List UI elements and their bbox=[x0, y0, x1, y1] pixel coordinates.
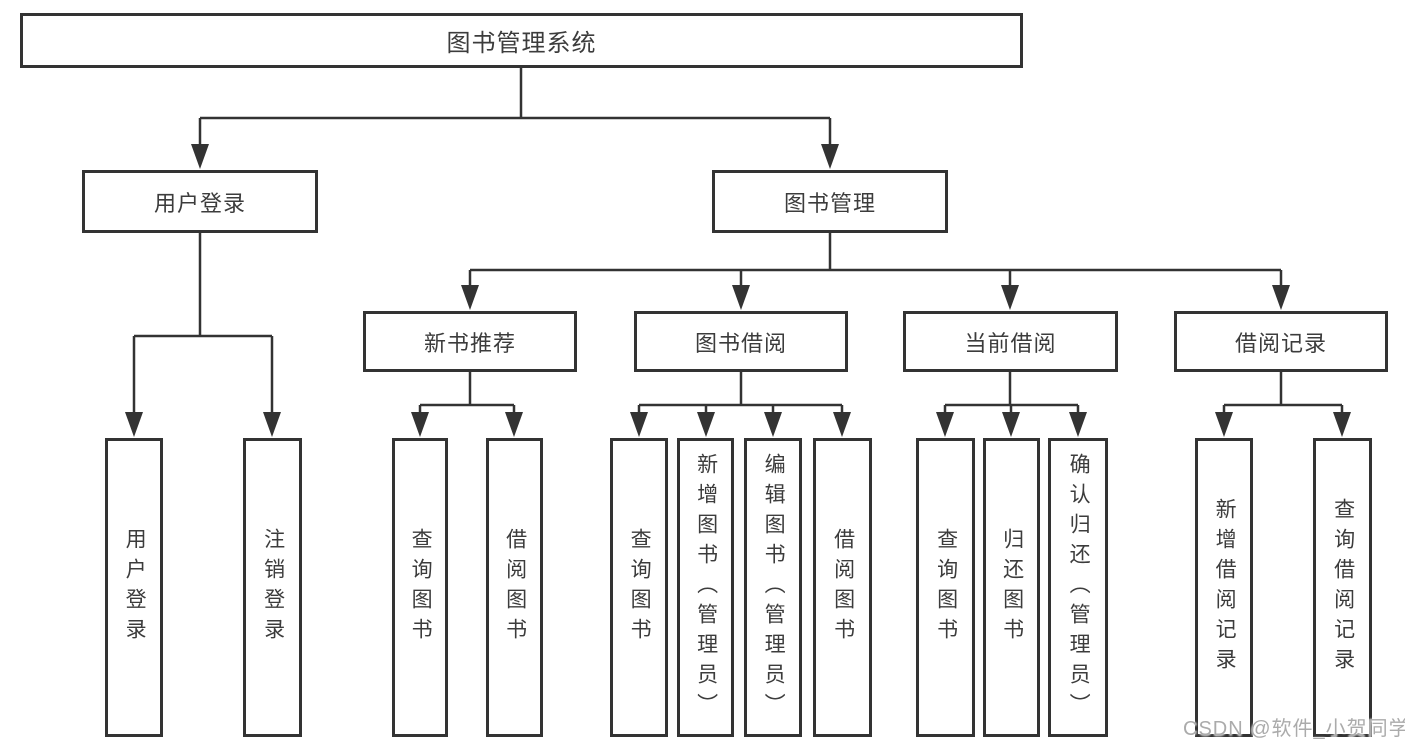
node-query-books-borrow: 查询图书 bbox=[610, 438, 668, 737]
node-label: 查询图书 bbox=[409, 527, 433, 648]
connector-line bbox=[468, 233, 1283, 287]
arrowhead bbox=[1333, 412, 1351, 437]
node-borrow-books-borrow: 借阅图书 bbox=[813, 438, 872, 737]
connector-line bbox=[418, 372, 516, 414]
arrowhead bbox=[697, 412, 715, 437]
node-label: 归还图书 bbox=[1000, 527, 1024, 648]
node-label: 新增借阅记录 bbox=[1213, 497, 1237, 678]
node-edit-book-admin: 编辑图书（管理员） bbox=[744, 438, 802, 737]
connector-user-login-children bbox=[125, 233, 281, 437]
node-label: 新增图书（管理员） bbox=[694, 452, 718, 723]
node-label: 用户登录 bbox=[123, 527, 147, 648]
node-label: 图书借阅 bbox=[694, 330, 787, 356]
node-user-login-action: 用户登录 bbox=[105, 438, 163, 737]
csdn-watermark: CSDN @软件_小贺同学 bbox=[1183, 718, 1405, 740]
arrowhead bbox=[125, 412, 143, 437]
arrowhead bbox=[732, 285, 750, 310]
arrowhead bbox=[833, 412, 851, 437]
node-label: 编辑图书（管理员） bbox=[762, 452, 786, 723]
node-borrowing-records: 借阅记录 bbox=[1174, 311, 1388, 372]
node-book-borrowing: 图书借阅 bbox=[634, 311, 848, 372]
node-label: 借阅图书 bbox=[831, 527, 855, 648]
node-user-login: 用户登录 bbox=[82, 170, 318, 233]
node-add-book-admin: 新增图书（管理员） bbox=[677, 438, 734, 737]
node-new-book-recommendation: 新书推荐 bbox=[363, 311, 577, 372]
connector-new-book-recommendation-children bbox=[411, 372, 523, 437]
arrowhead bbox=[1215, 412, 1233, 437]
node-label: 用户登录 bbox=[153, 190, 246, 216]
arrowhead bbox=[461, 285, 479, 310]
node-query-borrow-record: 查询借阅记录 bbox=[1313, 438, 1372, 737]
node-label: 查询借阅记录 bbox=[1331, 497, 1355, 678]
node-label: 确认归还（管理员） bbox=[1067, 452, 1091, 723]
connector-current-borrowing-children bbox=[936, 372, 1087, 437]
node-root: 图书管理系统 bbox=[20, 13, 1023, 68]
connector-line bbox=[132, 233, 274, 414]
arrowhead bbox=[821, 144, 839, 169]
node-label: 注销登录 bbox=[261, 527, 285, 648]
arrowhead bbox=[191, 144, 209, 169]
connector-root-to-level2 bbox=[191, 68, 839, 169]
node-borrow-books-recommend: 借阅图书 bbox=[486, 438, 543, 737]
node-label: 新书推荐 bbox=[423, 330, 516, 356]
arrowhead bbox=[936, 412, 954, 437]
node-book-management: 图书管理 bbox=[712, 170, 948, 233]
arrowhead bbox=[764, 412, 782, 437]
arrowhead bbox=[1001, 285, 1019, 310]
node-label: 查询图书 bbox=[934, 527, 958, 648]
node-query-books-current: 查询图书 bbox=[916, 438, 975, 737]
node-current-borrowing: 当前借阅 bbox=[903, 311, 1118, 372]
connector-line bbox=[198, 68, 832, 146]
arrowhead bbox=[630, 412, 648, 437]
arrowhead bbox=[263, 412, 281, 437]
node-label: 图书管理系统 bbox=[446, 30, 597, 57]
node-add-borrow-record: 新增借阅记录 bbox=[1195, 438, 1253, 737]
node-label: 图书管理 bbox=[783, 190, 876, 216]
connector-book-borrowing-children bbox=[630, 372, 851, 437]
connector-line bbox=[637, 372, 844, 414]
arrowhead bbox=[1069, 412, 1087, 437]
node-query-books-recommend: 查询图书 bbox=[392, 438, 448, 737]
connector-line bbox=[1222, 372, 1344, 414]
arrowhead bbox=[1002, 412, 1020, 437]
arrowhead bbox=[505, 412, 523, 437]
connector-line bbox=[943, 372, 1080, 414]
node-label: 当前借阅 bbox=[964, 330, 1057, 356]
arrowhead bbox=[411, 412, 429, 437]
node-label: 借阅图书 bbox=[503, 527, 527, 648]
connector-book-management-children bbox=[461, 233, 1290, 310]
node-return-books: 归还图书 bbox=[983, 438, 1040, 737]
node-label: 借阅记录 bbox=[1234, 330, 1327, 356]
node-label: 查询图书 bbox=[628, 527, 652, 648]
connector-borrowing-records-children bbox=[1215, 372, 1351, 437]
node-confirm-return-admin: 确认归还（管理员） bbox=[1048, 438, 1108, 737]
node-logout: 注销登录 bbox=[243, 438, 302, 737]
arrowhead bbox=[1272, 285, 1290, 310]
